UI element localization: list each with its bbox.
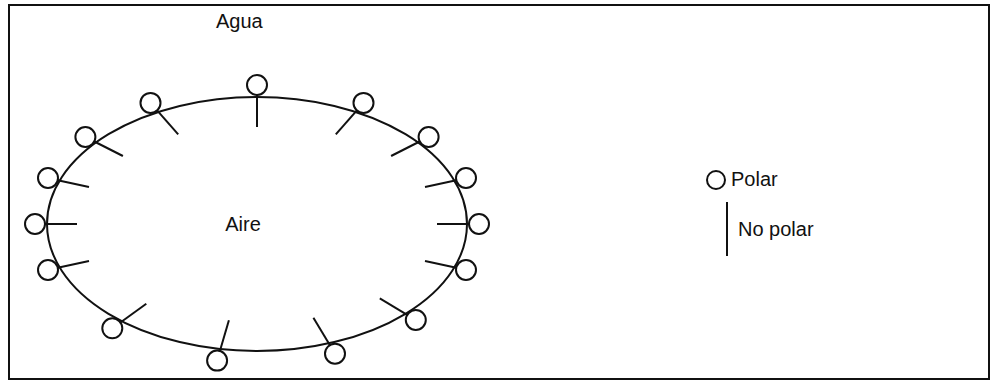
legend-text: No polar [738, 218, 814, 241]
legend-tail-symbol [720, 200, 734, 258]
legend-entry: Polar [705, 168, 778, 191]
region-label: Aire [225, 213, 261, 236]
legend-text: Polar [731, 168, 778, 191]
air-bubble: Aire [47, 97, 467, 351]
picture-frame [8, 4, 990, 380]
legend-head-symbol [705, 169, 727, 191]
medium-label: Agua [216, 10, 263, 33]
legend-entry: No polar [720, 200, 814, 258]
